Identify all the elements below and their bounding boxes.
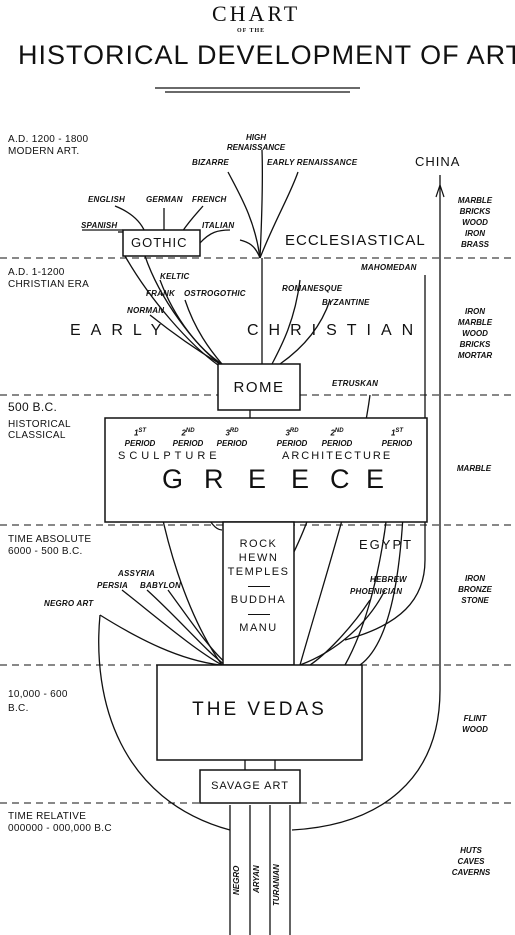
era-modern-art-dates: A.D. 1200 - 1800 (8, 134, 89, 145)
gothic-box (122, 229, 201, 257)
egypt-label: EGYPT (359, 537, 414, 552)
rock-hewn-box (222, 521, 295, 666)
era-time-relative-dates: 000000 - 000,000 B.C (8, 823, 112, 834)
era-christian: CHRISTIAN ERA (8, 279, 90, 290)
rome-label: ROME (233, 379, 285, 396)
rome-box (217, 363, 301, 411)
greece-letter-r: R (204, 464, 224, 494)
italian-label: ITALIAN (202, 221, 235, 230)
era-classical: CLASSICAL (8, 430, 66, 441)
assyria-label: ASSYRIA (118, 569, 155, 578)
spanish-label: SPANISH (81, 221, 118, 230)
aryan-stem-label: ARYAN (252, 865, 261, 893)
babylon-label: BABYLON (140, 581, 181, 590)
norman-label: NORMAN (127, 306, 165, 315)
architecture-label: ARCHITECTURE (282, 450, 393, 462)
greece-box (104, 417, 428, 523)
negro-stem-label: NEGRO (232, 865, 241, 895)
early-label: EARLY (70, 322, 172, 339)
christian-label: CHRISTIAN (247, 322, 424, 339)
header-chart: CHART (212, 1, 301, 26)
era-historical: HISTORICAL (8, 419, 71, 430)
ostrogothic-label: OSTROGOTHIC (184, 289, 246, 298)
early-renaissance-label: EARLY RENAISSANCE (267, 158, 358, 167)
savage-art-label: SAVAGE ART (211, 780, 289, 792)
bizarre-label: BIZARRE (192, 158, 229, 167)
mahomedan-line (344, 275, 426, 641)
materials-classical: MARBLE (456, 464, 492, 473)
french-label: FRENCH (192, 195, 227, 204)
negro-art-label: NEGRO ART (44, 599, 94, 608)
frank-label: FRANK (146, 289, 175, 298)
china-arc (291, 689, 441, 831)
header-of-the: OF THE (237, 28, 266, 34)
ecclesiastical-label: ECCLESIASTICAL (285, 232, 426, 249)
era-christian-dates: A.D. 1-1200 (8, 267, 65, 278)
gothic-label: GOTHIC (131, 235, 188, 250)
china-label: CHINA (415, 154, 461, 169)
era-10000-600: 10,000 - 600 (8, 689, 68, 700)
german-label: GERMAN (146, 195, 183, 204)
etruskan-label: ETRUSKAN (332, 379, 379, 388)
negro-arc (98, 614, 231, 831)
phoenician-label: PHOENICIAN (350, 587, 403, 596)
era-500bc: 500 B.C. (8, 400, 58, 414)
hebrew-label: HEBREW (370, 575, 407, 584)
turanian-stem-label: TURANIAN (272, 864, 281, 906)
mahomedan-label: MAHOMEDAN (361, 263, 417, 272)
vedas-box (156, 664, 363, 761)
romanesque-label: ROMANESQUE (282, 284, 343, 293)
era-time-absolute: TIME ABSOLUTE (8, 534, 92, 545)
greece-letter-e2: E (291, 464, 310, 494)
greece-letter-g: G (162, 464, 184, 494)
header-title: HISTORICAL DEVELOPMENT OF ART. (18, 40, 515, 70)
byzantine-label: BYZANTINE (322, 298, 370, 307)
vedas-label: THE VEDAS (192, 699, 327, 720)
greece-letter-c: C (330, 464, 350, 494)
savage-art-box (199, 769, 301, 804)
persia-label: PERSIA (97, 581, 128, 590)
greece-letter-e1: E (248, 464, 267, 494)
greece-letter-e3: E (366, 464, 385, 494)
english-label: ENGLISH (88, 195, 125, 204)
era-bc: B.C. (8, 703, 29, 714)
era-time-relative: TIME RELATIVE (8, 811, 87, 822)
era-time-absolute-dates: 6000 - 500 B.C. (8, 546, 83, 557)
keltic-label: KELTIC (160, 272, 190, 281)
era-modern-art: MODERN ART. (8, 146, 80, 157)
sculpture-label: SCULPTURE (118, 450, 221, 462)
